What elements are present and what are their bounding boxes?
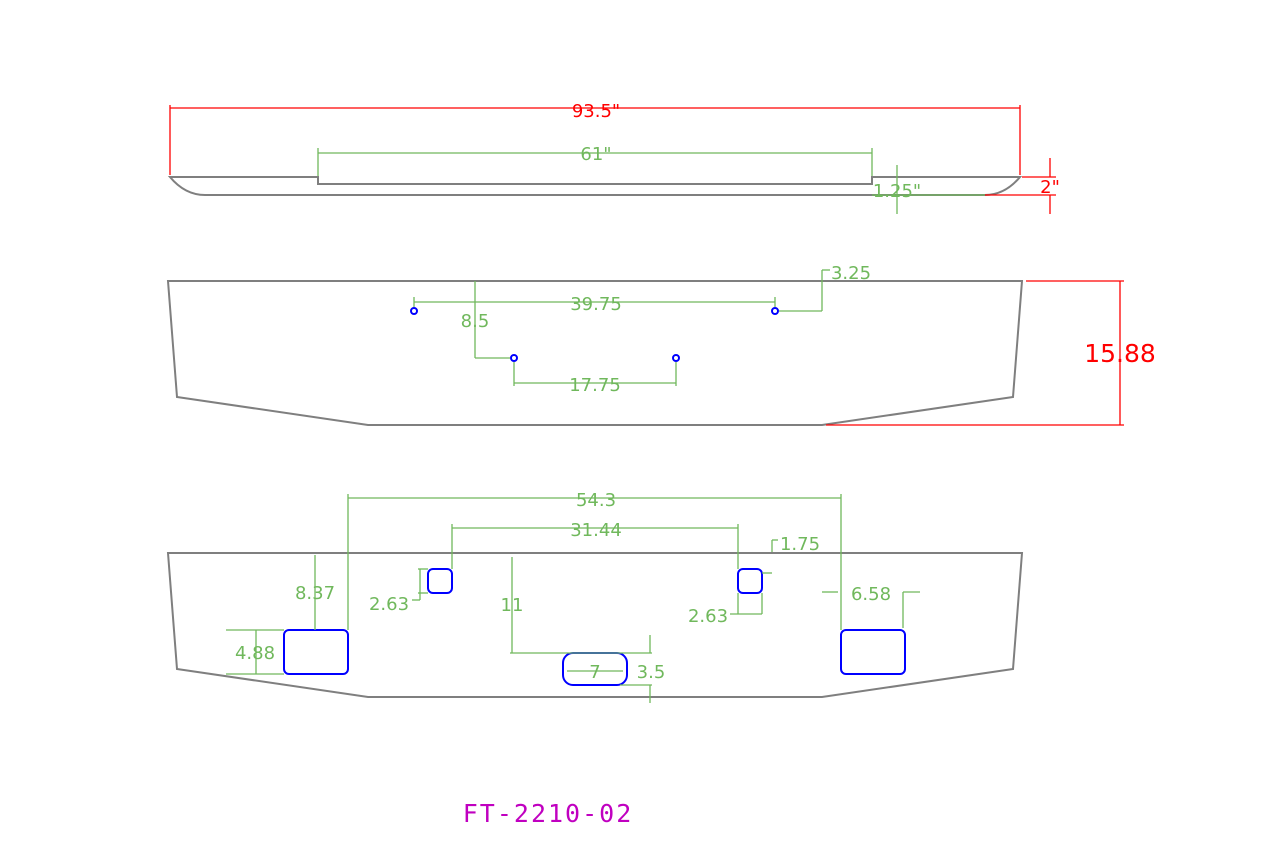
outer-cutout-right (840, 629, 906, 675)
hole-spacing-lower-label: 17.75 (569, 375, 621, 396)
bumper-face-outline (166, 280, 1024, 426)
step-depth-label: 1.25" (873, 181, 921, 202)
small-cutout-size-left-label: 2.63 (369, 594, 409, 615)
middle-view: 39.75 3.25 8.5 17.75 15.88 (166, 263, 1156, 426)
mounting-hole (510, 354, 518, 362)
part-number: FT-2210-02 (463, 799, 634, 828)
small-cutout-size-right-label: 2.63 (688, 606, 728, 627)
overall-height-label: 15.88 (1084, 339, 1156, 368)
bottom-view: 54.3 31.44 1.75 8.37 2.63 2.63 11 6.58 4… (166, 490, 1024, 703)
small-cutout-right (737, 568, 763, 594)
overall-height-dimension (826, 280, 1124, 426)
center-length-label: 61" (580, 144, 611, 165)
outer-cutout-top-label: 8.37 (295, 583, 335, 604)
hole-spacing-upper-label: 39.75 (570, 294, 622, 315)
inner-cutout-spacing-label: 31.44 (570, 520, 622, 541)
small-cutout-left (427, 568, 453, 594)
center-slot-drop-label: 11 (501, 595, 524, 616)
bumper-bottom-outline (166, 552, 1024, 698)
cutout-dimensions (226, 494, 920, 703)
overall-length-dimension (169, 105, 1056, 214)
hole-offset-top-label: 3.25 (831, 263, 871, 284)
outer-cutout-width-label: 6.58 (851, 584, 891, 605)
small-cutout-offset-label: 1.75 (780, 534, 820, 555)
hole-dimensions (413, 269, 830, 386)
outer-cutout-height-label: 4.88 (235, 643, 275, 664)
center-slot-width-label: 7 (589, 662, 600, 683)
outer-cutout-spacing-label: 54.3 (576, 490, 616, 511)
outer-cutout-left (283, 629, 349, 675)
center-length-dimension (317, 148, 985, 214)
height-label: 2" (1040, 177, 1060, 198)
top-view: 93.5" 2" 61" 1.25" (167, 101, 1060, 214)
mounting-hole (410, 307, 418, 315)
mounting-hole (672, 354, 680, 362)
mounting-hole (771, 307, 779, 315)
overall-length-label: 93.5" (572, 101, 620, 122)
center-slot-height-label: 3.5 (637, 662, 666, 683)
hole-drop-label: 8.5 (461, 311, 490, 332)
